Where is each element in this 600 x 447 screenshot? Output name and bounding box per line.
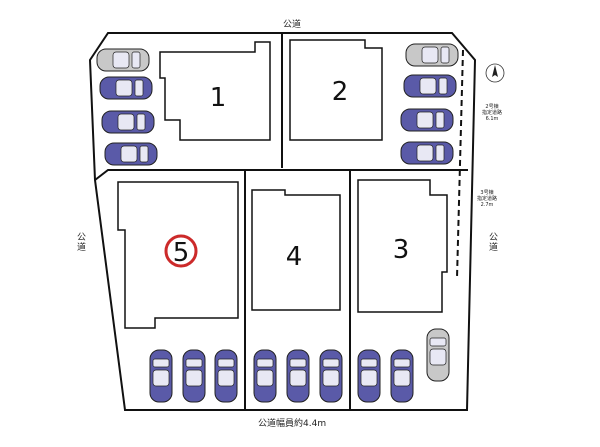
road-label-right: 公道 (487, 232, 497, 252)
car-icon (400, 141, 454, 165)
car-icon (182, 349, 206, 403)
designated-road-note-lower: 3号棟 指定道路 2.7m (473, 190, 501, 208)
note-upper-line-3: 6.1m (485, 116, 499, 122)
lot-number-5: 5 (173, 238, 190, 268)
car-icon (357, 349, 381, 403)
note-lower-line-2: 指定道路 (476, 196, 497, 202)
building-3 (357, 179, 448, 313)
car-icon (426, 328, 450, 382)
road-label-top: 公道 (283, 20, 302, 30)
car-icon (400, 108, 454, 132)
divider-middle (94, 169, 468, 181)
car-icon (101, 110, 155, 134)
car-icon (286, 349, 310, 403)
designated-road-line (456, 49, 464, 279)
note-upper-line-1: 2号棟 (485, 104, 499, 110)
note-lower-line-3: 2.7m (480, 202, 494, 208)
note-upper-line-2: 指定道路 (481, 110, 502, 116)
car-icon (390, 349, 414, 403)
road-label-bottom: 公道幅員約4.4m (258, 419, 327, 429)
lot-number-4: 4 (286, 242, 303, 272)
car-icon (253, 349, 277, 403)
note-lower-line-1: 3号棟 (480, 190, 494, 196)
car-icon (319, 349, 343, 403)
building-1 (159, 41, 271, 141)
road-label-left: 公道 (75, 232, 85, 252)
car-icon (403, 74, 457, 98)
lot-5-highlight-ring (164, 234, 198, 268)
north-arrow-icon (485, 63, 505, 83)
lot-number-2: 2 (332, 77, 349, 107)
lot-number-1: 1 (210, 83, 227, 113)
car-icon (99, 76, 153, 100)
car-icon (104, 142, 158, 166)
building-4 (251, 189, 341, 311)
building-2 (289, 39, 383, 141)
lot-number-3: 3 (393, 235, 410, 265)
car-icon (96, 48, 150, 72)
car-icon (405, 43, 459, 67)
designated-road-note-upper: 2号棟 指定道路 6.1m (478, 104, 506, 122)
car-icon (149, 349, 173, 403)
car-icon (214, 349, 238, 403)
